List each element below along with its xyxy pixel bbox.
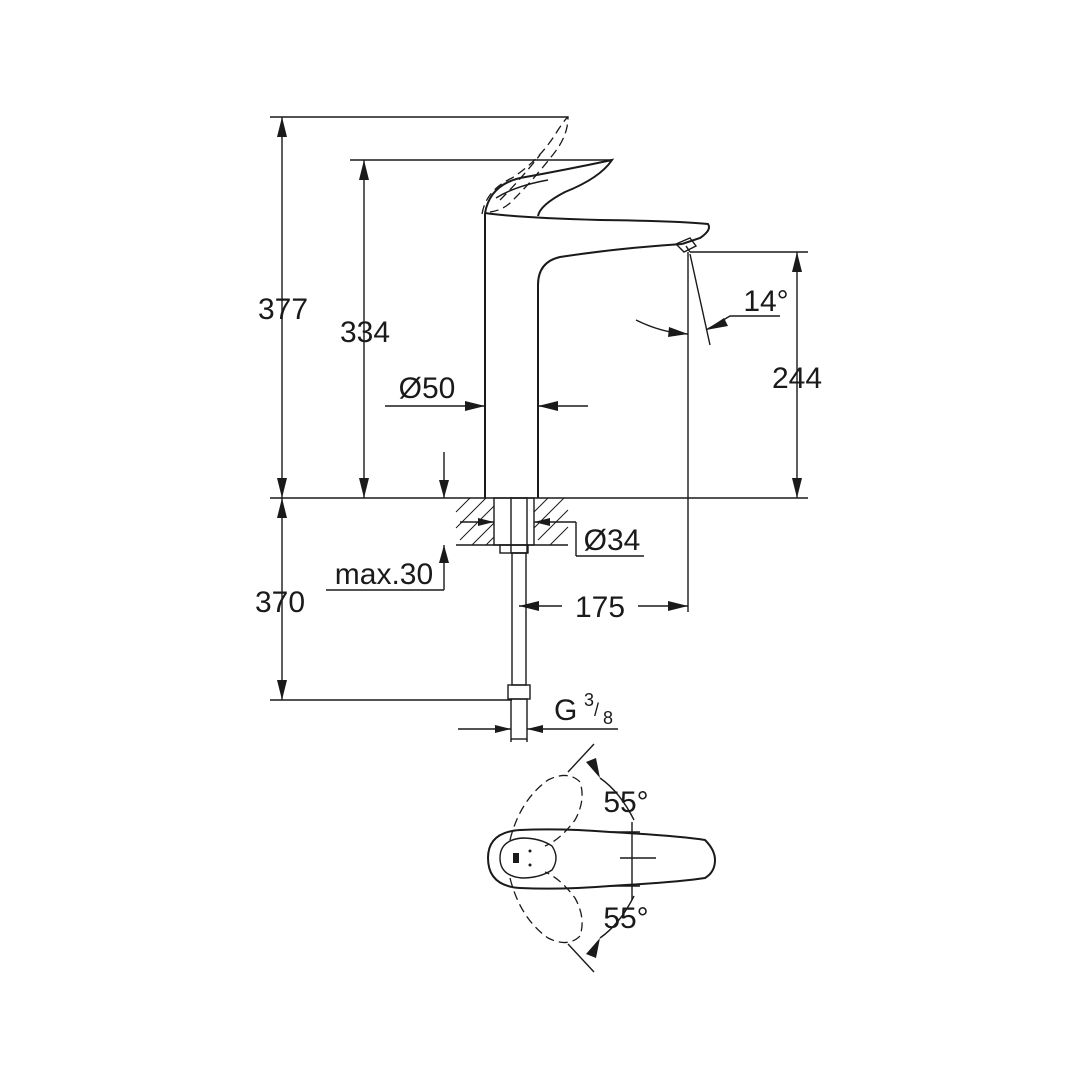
dim-max-deck: max.30 <box>326 452 449 591</box>
label-diameter-34: Ø34 <box>584 524 641 557</box>
dim-spout-angle: 14° <box>635 252 789 612</box>
label-377: 377 <box>258 293 308 326</box>
dim-below-deck: 370 <box>255 498 512 701</box>
label-diameter-50: Ø50 <box>399 372 456 405</box>
label-thread-numerator: 3 <box>584 690 594 710</box>
lever-raised-dashed <box>481 115 569 215</box>
faucet-body <box>484 212 710 498</box>
label-14-degrees: 14° <box>743 285 788 318</box>
label-244: 244 <box>772 362 822 395</box>
dim-shank-diameter: Ø34 <box>460 518 644 557</box>
dim-spout-reach: 175 <box>519 591 688 624</box>
dim-spout-height: 244 <box>690 251 822 498</box>
lever-solid <box>484 158 615 217</box>
label-175: 175 <box>575 591 625 624</box>
label-334: 334 <box>340 316 390 349</box>
dim-total-height: 377 <box>258 116 568 498</box>
label-55-degrees-left: 55° <box>603 786 648 819</box>
dim-body-diameter: Ø50 <box>385 372 588 411</box>
dim-lever-rotation-right: 55° <box>567 895 649 973</box>
dim-lever-rotation-left: 55° <box>567 743 649 821</box>
label-thread-denominator: 8 <box>603 708 613 728</box>
label-thread-g: G <box>554 694 577 727</box>
label-thread-separator: / <box>594 700 599 720</box>
label-370: 370 <box>255 586 305 619</box>
label-max-30: max.30 <box>335 558 433 591</box>
deck-section <box>455 497 569 740</box>
label-55-degrees-right: 55° <box>603 902 648 935</box>
dim-lever-height: 334 <box>340 159 612 498</box>
dim-thread: G 3 / 8 <box>458 690 618 742</box>
top-view <box>486 774 717 944</box>
